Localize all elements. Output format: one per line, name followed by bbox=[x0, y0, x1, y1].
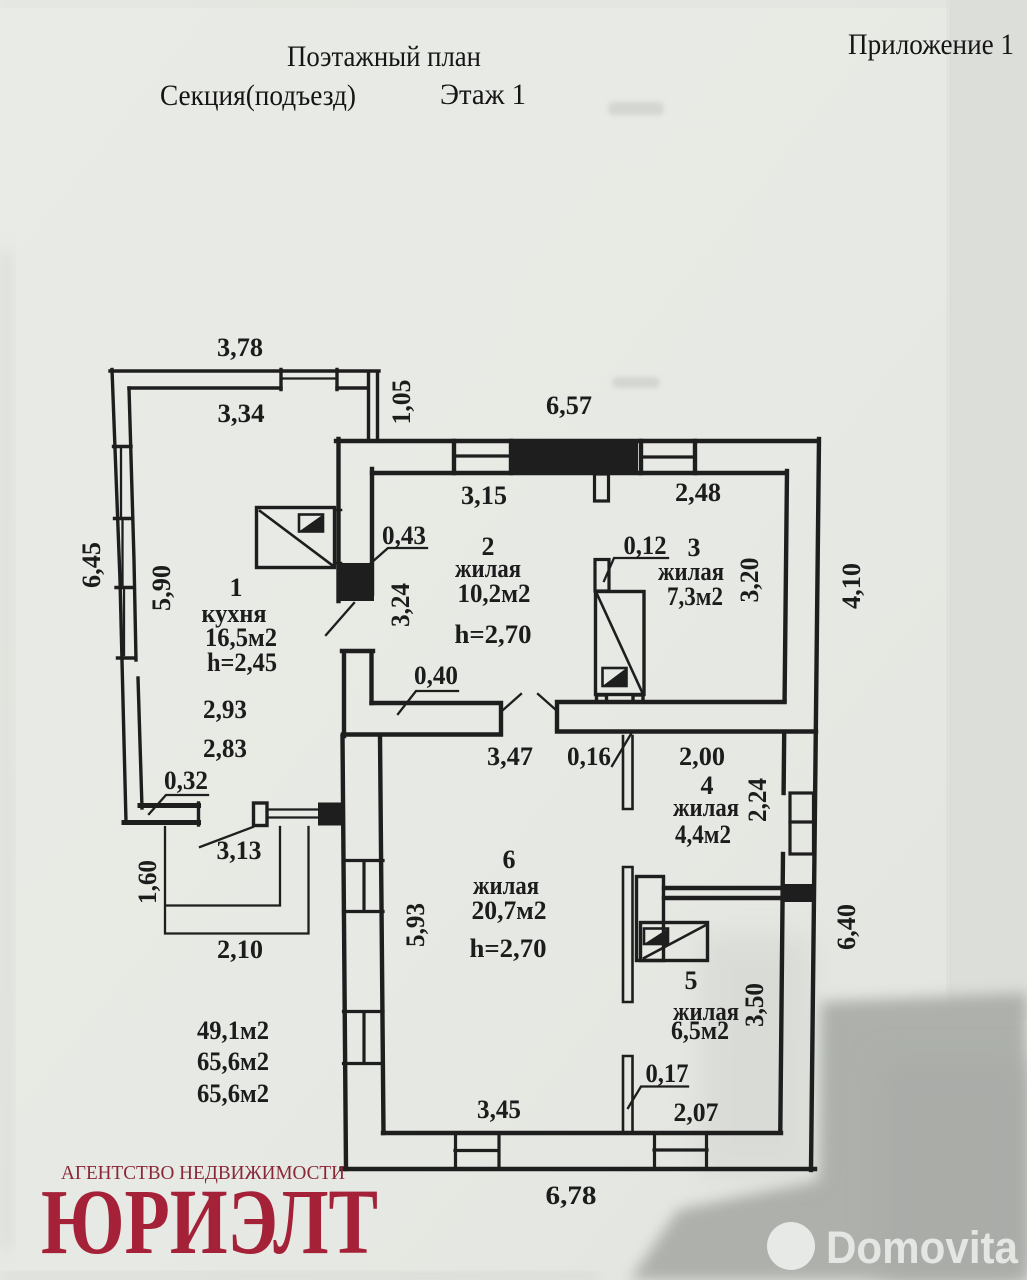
svg-text:5: 5 bbox=[685, 966, 698, 995]
svg-text:65,6м2: 65,6м2 bbox=[197, 1079, 269, 1108]
svg-text:h=2,70: h=2,70 bbox=[470, 934, 547, 963]
svg-text:3,34: 3,34 bbox=[218, 399, 265, 428]
svg-text:6,5м2: 6,5м2 bbox=[671, 1016, 729, 1045]
svg-text:4,10: 4,10 bbox=[837, 563, 866, 609]
svg-text:5,93: 5,93 bbox=[401, 903, 430, 947]
svg-text:Domovita: Domovita bbox=[826, 1222, 1019, 1273]
svg-text:2,24: 2,24 bbox=[743, 778, 772, 822]
svg-text:0,40: 0,40 bbox=[414, 661, 458, 690]
svg-text:2: 2 bbox=[482, 532, 495, 561]
svg-text:6,78: 6,78 bbox=[546, 1181, 597, 1210]
svg-text:10,2м2: 10,2м2 bbox=[458, 579, 531, 608]
svg-text:6: 6 bbox=[503, 845, 516, 874]
svg-text:Этаж 1: Этаж 1 bbox=[440, 78, 526, 111]
svg-text:0,17: 0,17 bbox=[646, 1059, 689, 1088]
svg-text:3: 3 bbox=[688, 533, 701, 562]
svg-text:6,45: 6,45 bbox=[77, 542, 106, 588]
svg-text:1,60: 1,60 bbox=[133, 860, 162, 904]
svg-text:3,13: 3,13 bbox=[217, 836, 262, 865]
svg-text:3,45: 3,45 bbox=[477, 1095, 521, 1124]
svg-text:0,32: 0,32 bbox=[164, 766, 208, 795]
svg-text:0,16: 0,16 bbox=[567, 742, 611, 771]
svg-text:кухня: кухня bbox=[202, 599, 267, 628]
svg-text:0,12: 0,12 bbox=[624, 531, 667, 560]
svg-text:h=2,70: h=2,70 bbox=[455, 620, 532, 649]
svg-text:ЮРИЭЛТ: ЮРИЭЛТ bbox=[41, 1171, 378, 1274]
svg-text:2,10: 2,10 bbox=[217, 935, 263, 964]
svg-text:3,20: 3,20 bbox=[735, 558, 764, 603]
svg-text:жилая: жилая bbox=[473, 871, 539, 900]
svg-text:0,43: 0,43 bbox=[382, 521, 426, 550]
svg-text:20,7м2: 20,7м2 bbox=[472, 896, 547, 925]
svg-text:1,05: 1,05 bbox=[387, 380, 416, 425]
svg-text:Секция(подъезд): Секция(подъезд) bbox=[160, 79, 356, 112]
svg-text:2,07: 2,07 bbox=[674, 1098, 719, 1127]
svg-text:6,57: 6,57 bbox=[546, 391, 592, 420]
svg-text:1: 1 bbox=[230, 573, 243, 602]
svg-text:4: 4 bbox=[701, 771, 714, 800]
svg-text:Приложение 1: Приложение 1 bbox=[848, 28, 1014, 61]
svg-text:6,40: 6,40 bbox=[832, 904, 861, 950]
svg-text:жилая: жилая bbox=[455, 554, 521, 583]
svg-text:2,48: 2,48 bbox=[675, 478, 721, 507]
svg-text:7,3м2: 7,3м2 bbox=[667, 582, 723, 611]
svg-text:3,50: 3,50 bbox=[740, 983, 769, 1027]
svg-text:65,6м2: 65,6м2 bbox=[197, 1047, 269, 1076]
svg-text:жилая: жилая bbox=[673, 793, 739, 822]
svg-text:4,4м2: 4,4м2 bbox=[675, 820, 731, 849]
svg-text:Поэтажный план: Поэтажный план bbox=[287, 40, 481, 73]
svg-text:3,47: 3,47 bbox=[487, 742, 533, 771]
svg-text:49,1м2: 49,1м2 bbox=[197, 1016, 269, 1045]
svg-text:3,15: 3,15 bbox=[461, 481, 507, 510]
svg-text:2,93: 2,93 bbox=[203, 695, 247, 724]
svg-text:жилая: жилая bbox=[658, 557, 724, 586]
svg-text:3,24: 3,24 bbox=[386, 583, 415, 627]
svg-text:5,90: 5,90 bbox=[147, 565, 176, 611]
svg-text:h=2,45: h=2,45 bbox=[207, 648, 277, 677]
svg-text:2,83: 2,83 bbox=[203, 734, 247, 763]
svg-text:АГЕНТСТВО НЕДВИЖИМОСТИ: АГЕНТСТВО НЕДВИЖИМОСТИ bbox=[61, 1162, 345, 1184]
svg-text:16,5м2: 16,5м2 bbox=[205, 623, 277, 652]
svg-text:2,00: 2,00 bbox=[679, 742, 725, 771]
svg-text:3,78: 3,78 bbox=[217, 333, 263, 362]
svg-text:жилая: жилая bbox=[673, 997, 739, 1026]
